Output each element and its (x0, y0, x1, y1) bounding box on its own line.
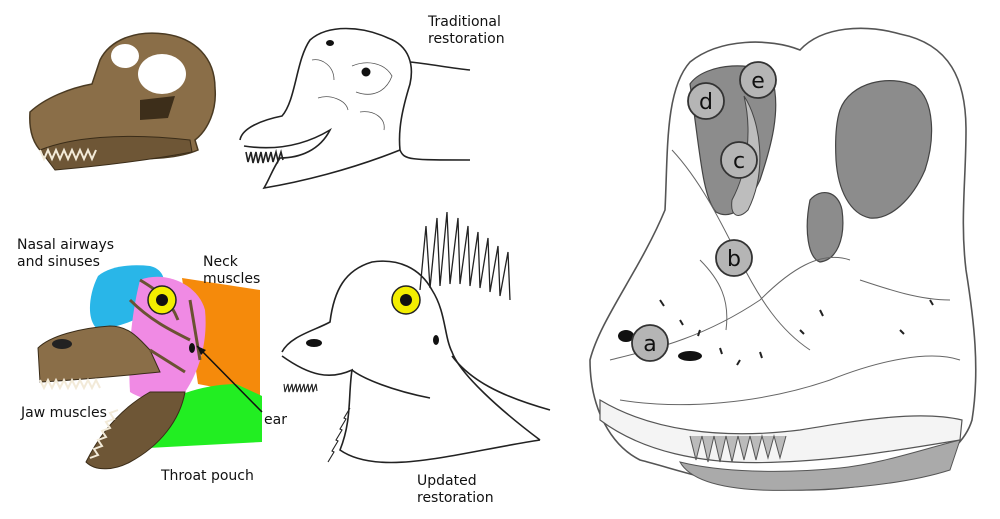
traditional-eye (361, 67, 371, 77)
traditional-head-outline (239, 27, 471, 161)
updated-label-line2: restoration (417, 490, 494, 506)
skull-photo-fenestra (140, 96, 175, 120)
skull-photo-top (29, 32, 216, 171)
diagram-lower-teeth (89, 409, 119, 459)
updated-eye-pupil (400, 294, 412, 306)
skull-photo-jaw (39, 135, 193, 171)
diagram-ear-hole (189, 343, 195, 353)
updated-neck-line (451, 355, 551, 411)
annotated-skull-diagram: a b c d e (589, 27, 977, 491)
nasal-label-line2: and sinuses (17, 254, 100, 270)
marker-d-circle (687, 82, 725, 120)
skull-lower-jaw-gray (679, 439, 961, 491)
nasal-airways-label: Nasal airways and sinuses (17, 237, 114, 271)
skull-photo-teeth (39, 147, 97, 162)
traditional-teeth (245, 148, 284, 164)
traditional-label-line2: restoration (428, 31, 505, 47)
marker-c-circle (720, 141, 758, 179)
diagram-upper-teeth (39, 377, 101, 391)
updated-throat-curve (351, 369, 431, 399)
ear-pointer-line (196, 345, 263, 413)
marker-b: b (715, 239, 753, 277)
traditional-skull-lines (311, 59, 393, 131)
diagram-eye-pupil (156, 294, 168, 306)
diagram-skull-bones (128, 278, 202, 374)
traditional-neck-top (409, 61, 471, 71)
marker-e-label: e (751, 69, 765, 94)
marker-c-label: c (733, 149, 745, 174)
marker-b-circle (715, 239, 753, 277)
skull-photo-nares (111, 44, 139, 68)
diagram-nostril (52, 339, 72, 349)
skull-orbit (835, 80, 933, 219)
marker-a: a (631, 324, 669, 362)
updated-crest-spikes (419, 211, 511, 301)
skull-antorbital-opening (806, 192, 844, 263)
jaw-muscles-label: Jaw muscles (21, 405, 107, 421)
throat-pouch-label: Throat pouch (161, 468, 254, 484)
diagram-skull-snout (37, 325, 161, 383)
traditional-jaw (243, 127, 401, 190)
skull-dark-opening (678, 351, 702, 361)
marker-c: c (720, 141, 758, 179)
marker-a-circle (631, 324, 669, 362)
colored-anatomy-diagram (37, 265, 263, 470)
neck-label-line2: muscles (203, 271, 261, 287)
ear-label: ear (264, 412, 287, 428)
neck-label-line1: Neck (203, 254, 238, 270)
skull-foramina-marks (659, 299, 934, 366)
updated-restoration-drawing (281, 211, 551, 464)
updated-jaw (281, 355, 541, 464)
marker-e: e (739, 61, 777, 99)
updated-head-outline (281, 260, 541, 441)
skull-dark-opening-2 (618, 330, 634, 342)
updated-upper-teeth (283, 383, 318, 393)
updated-label-line1: Updated (417, 473, 477, 489)
ear-pointer-arrowhead (197, 346, 206, 355)
traditional-restoration-label: Traditional restoration (428, 14, 505, 48)
updated-lower-teeth (327, 407, 351, 463)
updated-restoration-label: Updated restoration (417, 473, 494, 507)
marker-a-label: a (643, 332, 656, 357)
marker-e-circle (739, 61, 777, 99)
neck-muscles-label: Neck muscles (203, 254, 260, 288)
nasal-label-line1: Nasal airways (17, 237, 115, 253)
traditional-restoration-drawing (239, 27, 471, 190)
traditional-nostril (326, 40, 334, 46)
skull-teeth (689, 434, 787, 463)
traditional-label-line1: Traditional (428, 14, 501, 30)
marker-b-label: b (727, 247, 741, 272)
updated-nostril (306, 339, 322, 347)
marker-d: d (687, 82, 725, 120)
skull-photo-orbit (138, 54, 186, 94)
updated-ear (433, 335, 439, 345)
marker-d-label: d (699, 90, 713, 115)
